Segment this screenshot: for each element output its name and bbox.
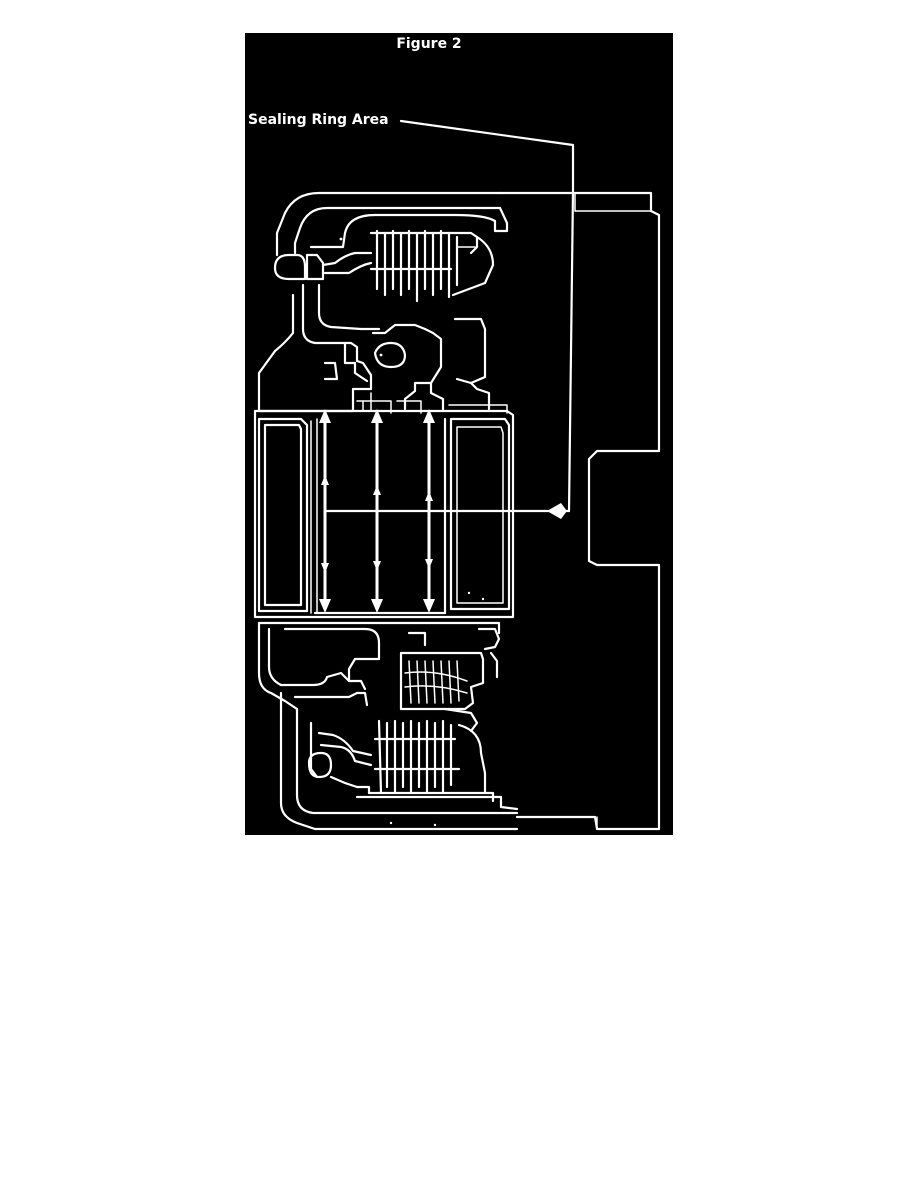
arrow-up-3	[423, 409, 435, 423]
leader-line	[325, 119, 575, 513]
arrow-mid-up-1	[321, 475, 329, 485]
lower-clutch-plates	[367, 719, 495, 803]
upper-clutch-drum	[257, 191, 509, 407]
arrow-mid-up-3	[425, 491, 433, 501]
arrow-down-3	[423, 599, 435, 613]
drawing-details	[339, 237, 485, 827]
cross-section-diagram: Figure 2 Sealing Ring Area	[248, 36, 661, 831]
arrow-mid-down-3	[425, 559, 433, 569]
figure-panel: Figure 2 Sealing Ring Area	[245, 33, 673, 835]
leader-arrowhead	[547, 503, 567, 519]
figure-title: Figure 2	[396, 36, 461, 52]
flow-arrows	[319, 409, 435, 613]
arrow-mid-down-2	[373, 561, 381, 571]
arrow-down-1	[319, 599, 331, 613]
transmission-case	[498, 191, 661, 831]
arrow-mid-down-1	[321, 563, 329, 573]
arrow-up-1	[319, 409, 331, 423]
arrow-down-2	[371, 599, 383, 613]
lower-hub	[257, 621, 501, 733]
upper-clutch-plates	[369, 229, 495, 303]
inner-shaft-assembly	[253, 392, 515, 619]
arrow-up-2	[371, 409, 383, 423]
callout-label: Sealing Ring Area	[248, 112, 389, 128]
arrow-mid-up-2	[373, 485, 381, 495]
lower-clutch-drum	[279, 691, 519, 831]
